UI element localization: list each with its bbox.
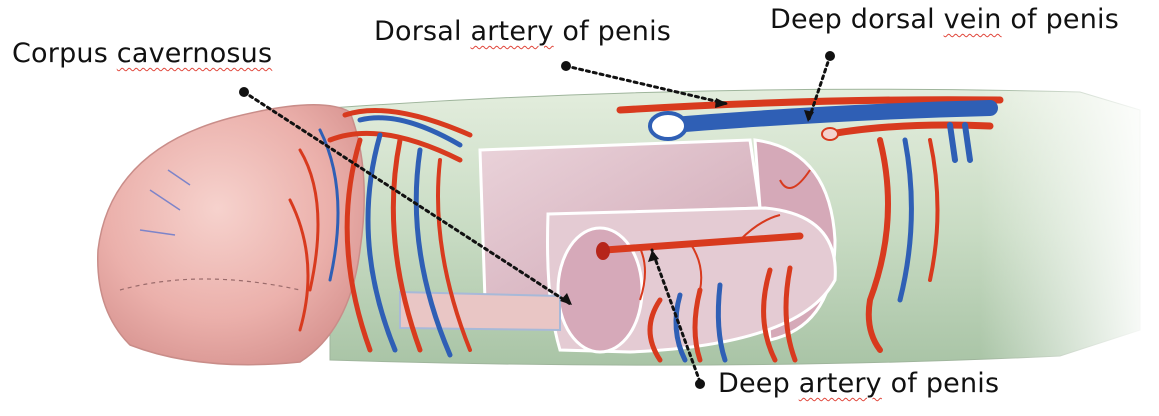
label-deep-artery: Deep artery of penis [718, 368, 999, 399]
label-deep-dorsal-vein: Deep dorsal vein of penis [770, 4, 1119, 35]
label-dorsal-artery: Dorsal artery of penis [374, 16, 671, 47]
shaft-fade [980, 88, 1159, 360]
label-corpus-cavernosus: Corpus cavernosus [12, 38, 272, 69]
glans [98, 105, 364, 365]
urethra [400, 292, 560, 330]
